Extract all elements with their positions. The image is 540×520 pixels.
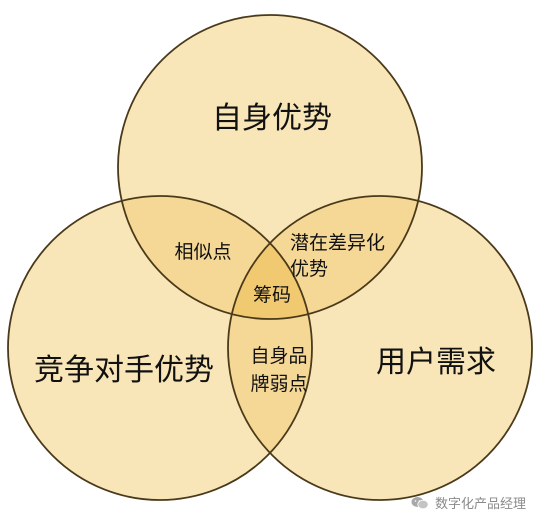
watermark: 数字化产品经理 (411, 493, 526, 512)
wechat-icon (411, 496, 429, 509)
label-similarity: 相似点 (174, 241, 231, 263)
circle-left-outline (7, 195, 313, 501)
label-self-advantage: 自身优势 (212, 101, 332, 136)
label-competitor-advantage: 竞争对手优势 (34, 353, 214, 388)
label-differentiation-line2: 优势 (290, 258, 328, 280)
label-brand-weakness-line1: 自身品 (250, 345, 307, 367)
label-user-needs: 用户需求 (376, 345, 496, 380)
label-differentiation-line1: 潜在差异化 (290, 232, 385, 254)
label-bargaining-chip: 筹码 (253, 284, 291, 306)
label-brand-weakness-line2: 牌弱点 (250, 373, 307, 395)
circle-right-outline (227, 195, 533, 501)
overlap-top-left (118, 196, 312, 319)
watermark-text: 数字化产品经理 (434, 497, 526, 512)
overlap-top-right (228, 196, 422, 319)
circle-top-outline (117, 14, 423, 320)
